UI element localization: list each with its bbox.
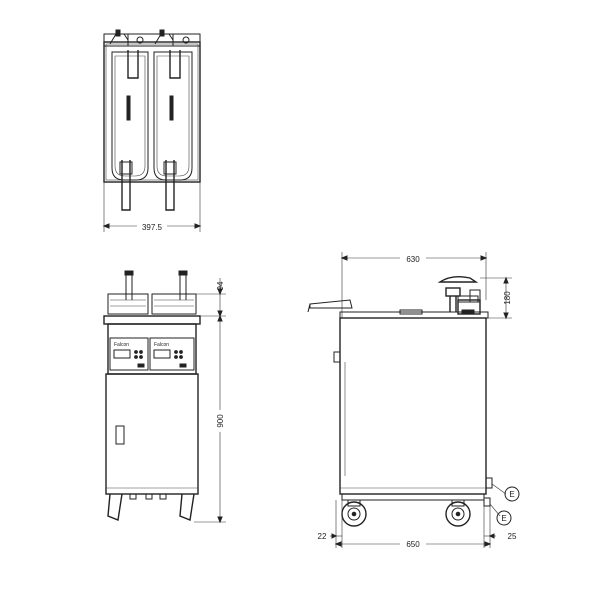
basket-height-label: 94	[216, 281, 225, 290]
top-view-left-tank	[111, 50, 149, 181]
front-view-baskets	[107, 270, 197, 315]
front-view-feet	[107, 493, 195, 521]
left-panel-brand: Falcon	[114, 342, 129, 348]
side-view: 630 180	[307, 252, 520, 549]
top-view-rear-rail	[103, 33, 201, 47]
side-basket-handle	[309, 299, 353, 309]
right-control-module	[149, 337, 195, 371]
right-display	[153, 349, 171, 359]
svg-text:E: E	[501, 514, 506, 523]
left-display	[113, 349, 131, 359]
front-view-top-rim	[103, 315, 201, 325]
door-handle	[115, 425, 125, 445]
side-view-knob	[333, 351, 341, 363]
callout-lower: E	[496, 510, 512, 526]
right-castor-wheel	[445, 499, 471, 527]
callout-upper: E	[504, 486, 520, 502]
side-view-width-label: 630	[406, 255, 420, 264]
right-panel-brand: Falcon	[154, 342, 169, 348]
side-view-body	[339, 317, 487, 495]
front-view-cabinet	[105, 373, 199, 495]
svg-text:E: E	[509, 490, 514, 499]
side-view-height-label: 180	[503, 291, 512, 305]
side-view-base-width-label: 650	[406, 540, 420, 549]
top-view: 397.5	[102, 29, 202, 232]
right-basket-handle	[165, 160, 175, 211]
top-view-right-tank	[153, 50, 193, 181]
connector-lower	[483, 497, 491, 507]
left-control-module	[109, 337, 149, 371]
top-view-body	[103, 41, 201, 183]
left-basket-handle	[121, 160, 131, 211]
front-view-height-label: 900	[216, 414, 225, 428]
left-castor-wheel	[341, 499, 367, 527]
top-view-width-label: 397.5	[142, 223, 163, 232]
right-offset-label: 25	[508, 532, 517, 541]
connector-upper	[485, 477, 493, 489]
front-view: Falcon Falcon 900 94	[103, 270, 226, 524]
basket-lift-mechanism	[437, 275, 481, 315]
side-view-base	[341, 493, 485, 501]
left-offset-label: 22	[318, 532, 327, 541]
